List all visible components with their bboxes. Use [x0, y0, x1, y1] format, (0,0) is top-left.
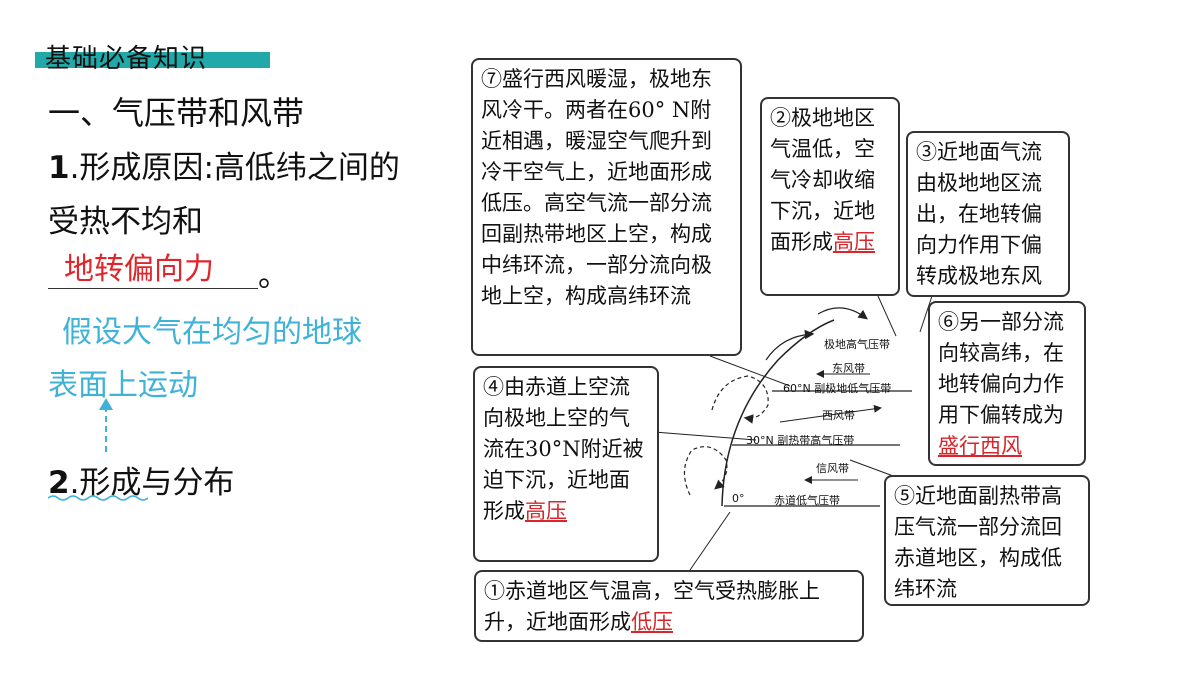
box-4-text: ④由赤道上空流向极地上空的气流在30°N附近被迫下沉，近地面形成: [483, 375, 644, 523]
label-lat30: 30°N 副热带高气压带: [746, 434, 855, 447]
section-banner: 基础必备知识: [35, 36, 270, 74]
up-arrow-icon: [99, 398, 113, 452]
label-westerly: 西风带: [822, 409, 855, 422]
leader-b1: [689, 511, 731, 571]
item1-text-b: 受热不均和: [48, 204, 203, 240]
section-heading: 一、气压带和风带: [48, 94, 305, 132]
mid-lat-cell: [711, 375, 769, 424]
item1-text-a: :高低纬之间的: [203, 150, 400, 186]
item1-end: 。: [258, 258, 289, 294]
box-6-text: ⑥另一部分流向较高纬，在地转偏向力作用下偏转成为: [938, 310, 1064, 427]
item2-wavy-underline: [48, 495, 148, 501]
note-line1: 假设大气在均匀的地球: [62, 315, 362, 350]
item2-title: .形成与分布: [69, 465, 235, 501]
item2-number: 2: [48, 465, 70, 501]
box-2-text: ②极地地区气温低，空气冷却收缩下沉，近地面形成: [770, 106, 875, 254]
banner-bar: [35, 52, 270, 68]
box-6-westerly: ⑥另一部分流向较高纬，在地转偏向力作用下偏转成为盛行西风: [928, 301, 1086, 466]
label-lat60: 60°N 副极地低气压带: [783, 382, 892, 395]
item1-answer-blank: 地转偏向力: [48, 244, 258, 289]
item1-answer: 地转偏向力: [64, 252, 214, 287]
box-2-polar-high: ②极地地区气温低，空气冷却收缩下沉，近地面形成高压: [760, 97, 900, 296]
leader-b4: [653, 431, 757, 441]
box-1-answer: 低压: [631, 610, 673, 634]
polar-upper-arrow: [817, 307, 868, 320]
note-line2: 表面上运动: [48, 368, 198, 403]
box-1-equatorial-low: ①赤道地区气温高，空气受热膨胀上升，近地面形成低压: [474, 570, 864, 642]
item1-title: .形成原因: [69, 150, 204, 186]
item1-number: 1: [48, 150, 70, 186]
leader-b2: [877, 295, 897, 337]
item1-line1: 1.形成原因:高低纬之间的: [48, 142, 400, 187]
label-trade: 信风带: [816, 462, 849, 475]
label-polar-high: 极地高气压带: [824, 338, 890, 351]
westerly-arrow: [779, 404, 882, 423]
box-1-text: ①赤道地区气温高，空气受热膨胀上升，近地面形成: [484, 579, 820, 634]
banner-title: 基础必备知识: [45, 44, 208, 74]
leader-b7: [709, 355, 791, 387]
high-lat-cell: [765, 329, 815, 361]
box-4-subtropical-high: ④由赤道上空流向极地上空的气流在30°N附近被迫下沉，近地面形成高压: [473, 366, 659, 562]
box-5-low-lat-cell: ⑤近地面副热带高压气流一部分流回赤道地区，构成低纬环流: [884, 475, 1090, 606]
box-2-answer: 高压: [833, 230, 875, 254]
item2-line: 2.形成与分布: [48, 457, 234, 502]
label-equator: 赤道低气压带: [774, 494, 840, 507]
box-4-answer: 高压: [525, 499, 567, 523]
label-polar-easterly: 东风带: [832, 362, 865, 375]
low-lat-cell: [683, 446, 728, 496]
label-lat0: 0°: [732, 492, 745, 505]
box-3-polar-easterly: ③近地面气流由极地地区流出，在地转偏向力作用下偏转成极地东风: [906, 131, 1070, 297]
box-6-answer: 盛行西风: [938, 434, 1022, 458]
box-7-westerly-polar-front: ⑦盛行西风暖湿，极地东风冷干。两者在60° N附近相遇，暖湿空气爬升到冷干空气上…: [471, 58, 742, 356]
